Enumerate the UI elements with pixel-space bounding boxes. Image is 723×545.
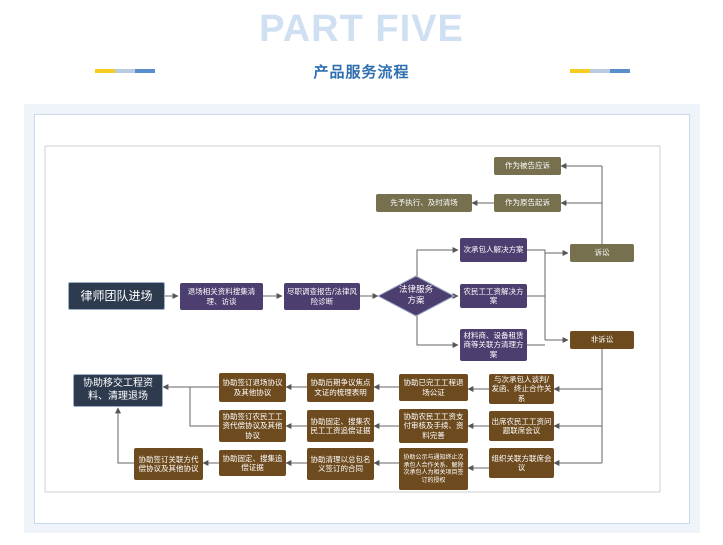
diagram-border bbox=[44, 145, 661, 493]
right-decoration-bar bbox=[570, 69, 630, 73]
assist-exit-agreement: 协助签订退场协议及其他协议 bbox=[219, 373, 286, 402]
assist-wage-proxy-agreement: 协助签订农民工工资代偿协议及其他协议 bbox=[219, 410, 286, 442]
non-litigation-node: 非诉讼 bbox=[570, 331, 634, 349]
assist-related-party-proxy: 协助签订关联方代偿协议及其他协议 bbox=[134, 448, 203, 480]
line-solution1-branch bbox=[527, 249, 546, 340]
arrow-decision-solution1 bbox=[416, 247, 459, 284]
nonlit-wage-meeting: 出席农民工工资问题联席会议 bbox=[489, 411, 554, 441]
nonlit-negotiation: 与次承包人谈判/发函、终止合作关系 bbox=[489, 374, 554, 404]
arrow-decision-solution3 bbox=[416, 308, 459, 348]
left-decoration-bar bbox=[95, 69, 155, 73]
defendant-response: 作为被告应诉 bbox=[494, 157, 561, 175]
solution-subcontractor: 次承包人解决方案 bbox=[460, 238, 527, 262]
due-diligence-report-step: 尽职调查报告/法律风险诊断 bbox=[284, 283, 360, 310]
arrow-col4-handover-row2 bbox=[189, 387, 219, 427]
line-nonlitigation-down bbox=[601, 339, 634, 463]
solution-migrant-wages: 农民工工资解决方案 bbox=[460, 284, 527, 308]
assist-wage-recovery-evidence: 协助固定、搜集农民工工资追偿证据 bbox=[307, 410, 374, 442]
nonlit-related-party-meeting: 组织关联方联席会议 bbox=[489, 448, 554, 478]
arrow-proxy-handover bbox=[115, 407, 134, 464]
execution-clearance: 先予执行、及时清场 bbox=[376, 194, 472, 212]
assist-exit-notarization: 协助已完工工程退场公证 bbox=[399, 374, 468, 401]
page-title: PART FIVE bbox=[259, 8, 464, 50]
plaintiff-suit: 作为原告起诉 bbox=[494, 194, 561, 212]
solution-suppliers: 材料商、设备租赁商等关联方清理方案 bbox=[460, 329, 527, 361]
collect-materials-step: 退场相关资料搜集清理、访谈 bbox=[180, 283, 263, 310]
assist-contract-cleanup: 协助清理以总包名义签订的合同 bbox=[307, 448, 374, 480]
page-subtitle: 产品服务流程 bbox=[313, 63, 410, 81]
assist-recovery-evidence: 协助固定、搜集追偿证据 bbox=[219, 450, 286, 476]
legal-service-decision: 法律服务 方案 bbox=[398, 284, 433, 306]
assist-dispute-evidence: 协助后期争议焦点文证的梳理表明 bbox=[307, 373, 374, 402]
assist-termination-notice: 协助公示与通知终止次承包人合作关系、解除次承包人为相关项目签订的授权 bbox=[399, 448, 468, 490]
line-litigation-up bbox=[601, 166, 634, 254]
handover-and-exit: 协助移交工程资料、清理退场 bbox=[73, 374, 163, 407]
litigation-node: 诉讼 bbox=[570, 244, 634, 262]
assist-wage-payment-review: 协助农民工工资支付审核及手续、资料完善 bbox=[399, 409, 468, 443]
start-team-entry: 律师团队进场 bbox=[68, 282, 165, 310]
